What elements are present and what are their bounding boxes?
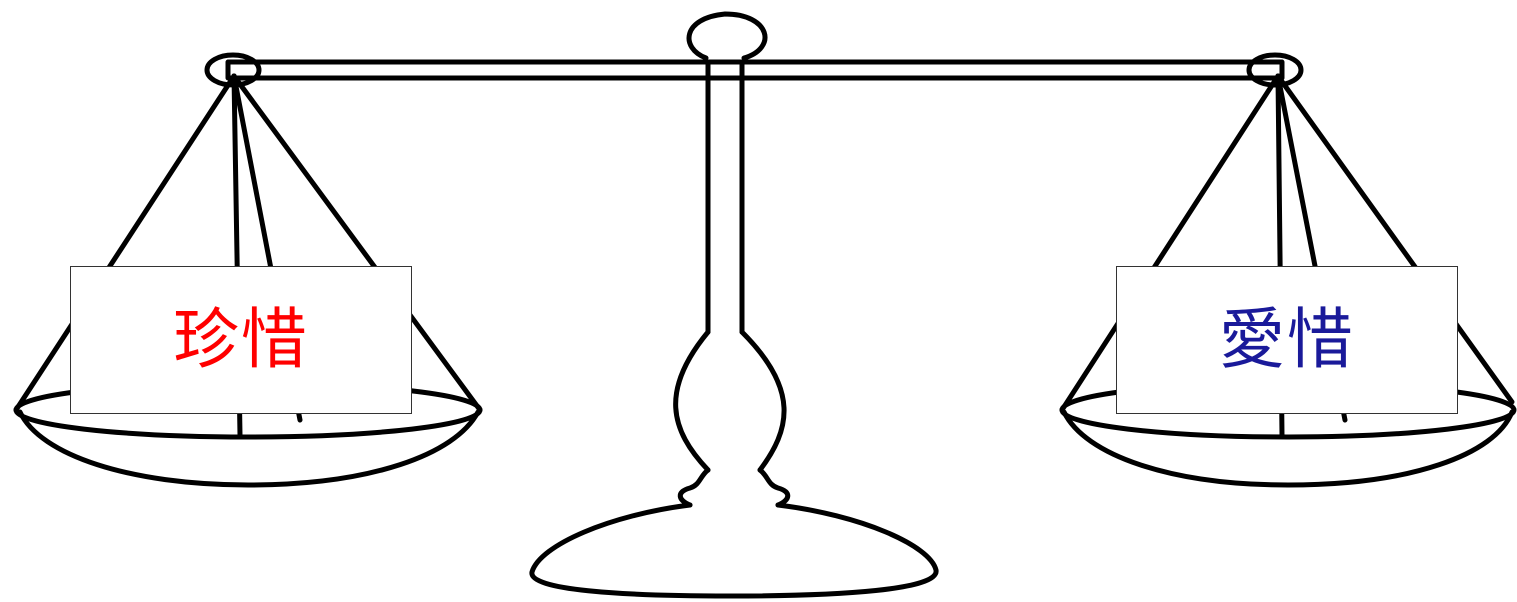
left-pan-label-card: 珍惜 (70, 266, 412, 414)
scale-pillar-bulb (742, 332, 784, 470)
scale-beam (228, 62, 1282, 78)
left-pan-label: 珍惜 (173, 307, 309, 373)
right-pan-bowl (1064, 412, 1512, 485)
scale-top-knob (689, 14, 765, 58)
left-pan-bowl (20, 412, 478, 485)
scale-pillar-bulb (676, 332, 708, 470)
right-pan-label-card: 愛惜 (1116, 266, 1458, 414)
scale-collar (680, 470, 708, 505)
right-pan-label: 愛惜 (1219, 307, 1355, 373)
scale-base (532, 505, 936, 596)
scale-collar (760, 470, 788, 505)
